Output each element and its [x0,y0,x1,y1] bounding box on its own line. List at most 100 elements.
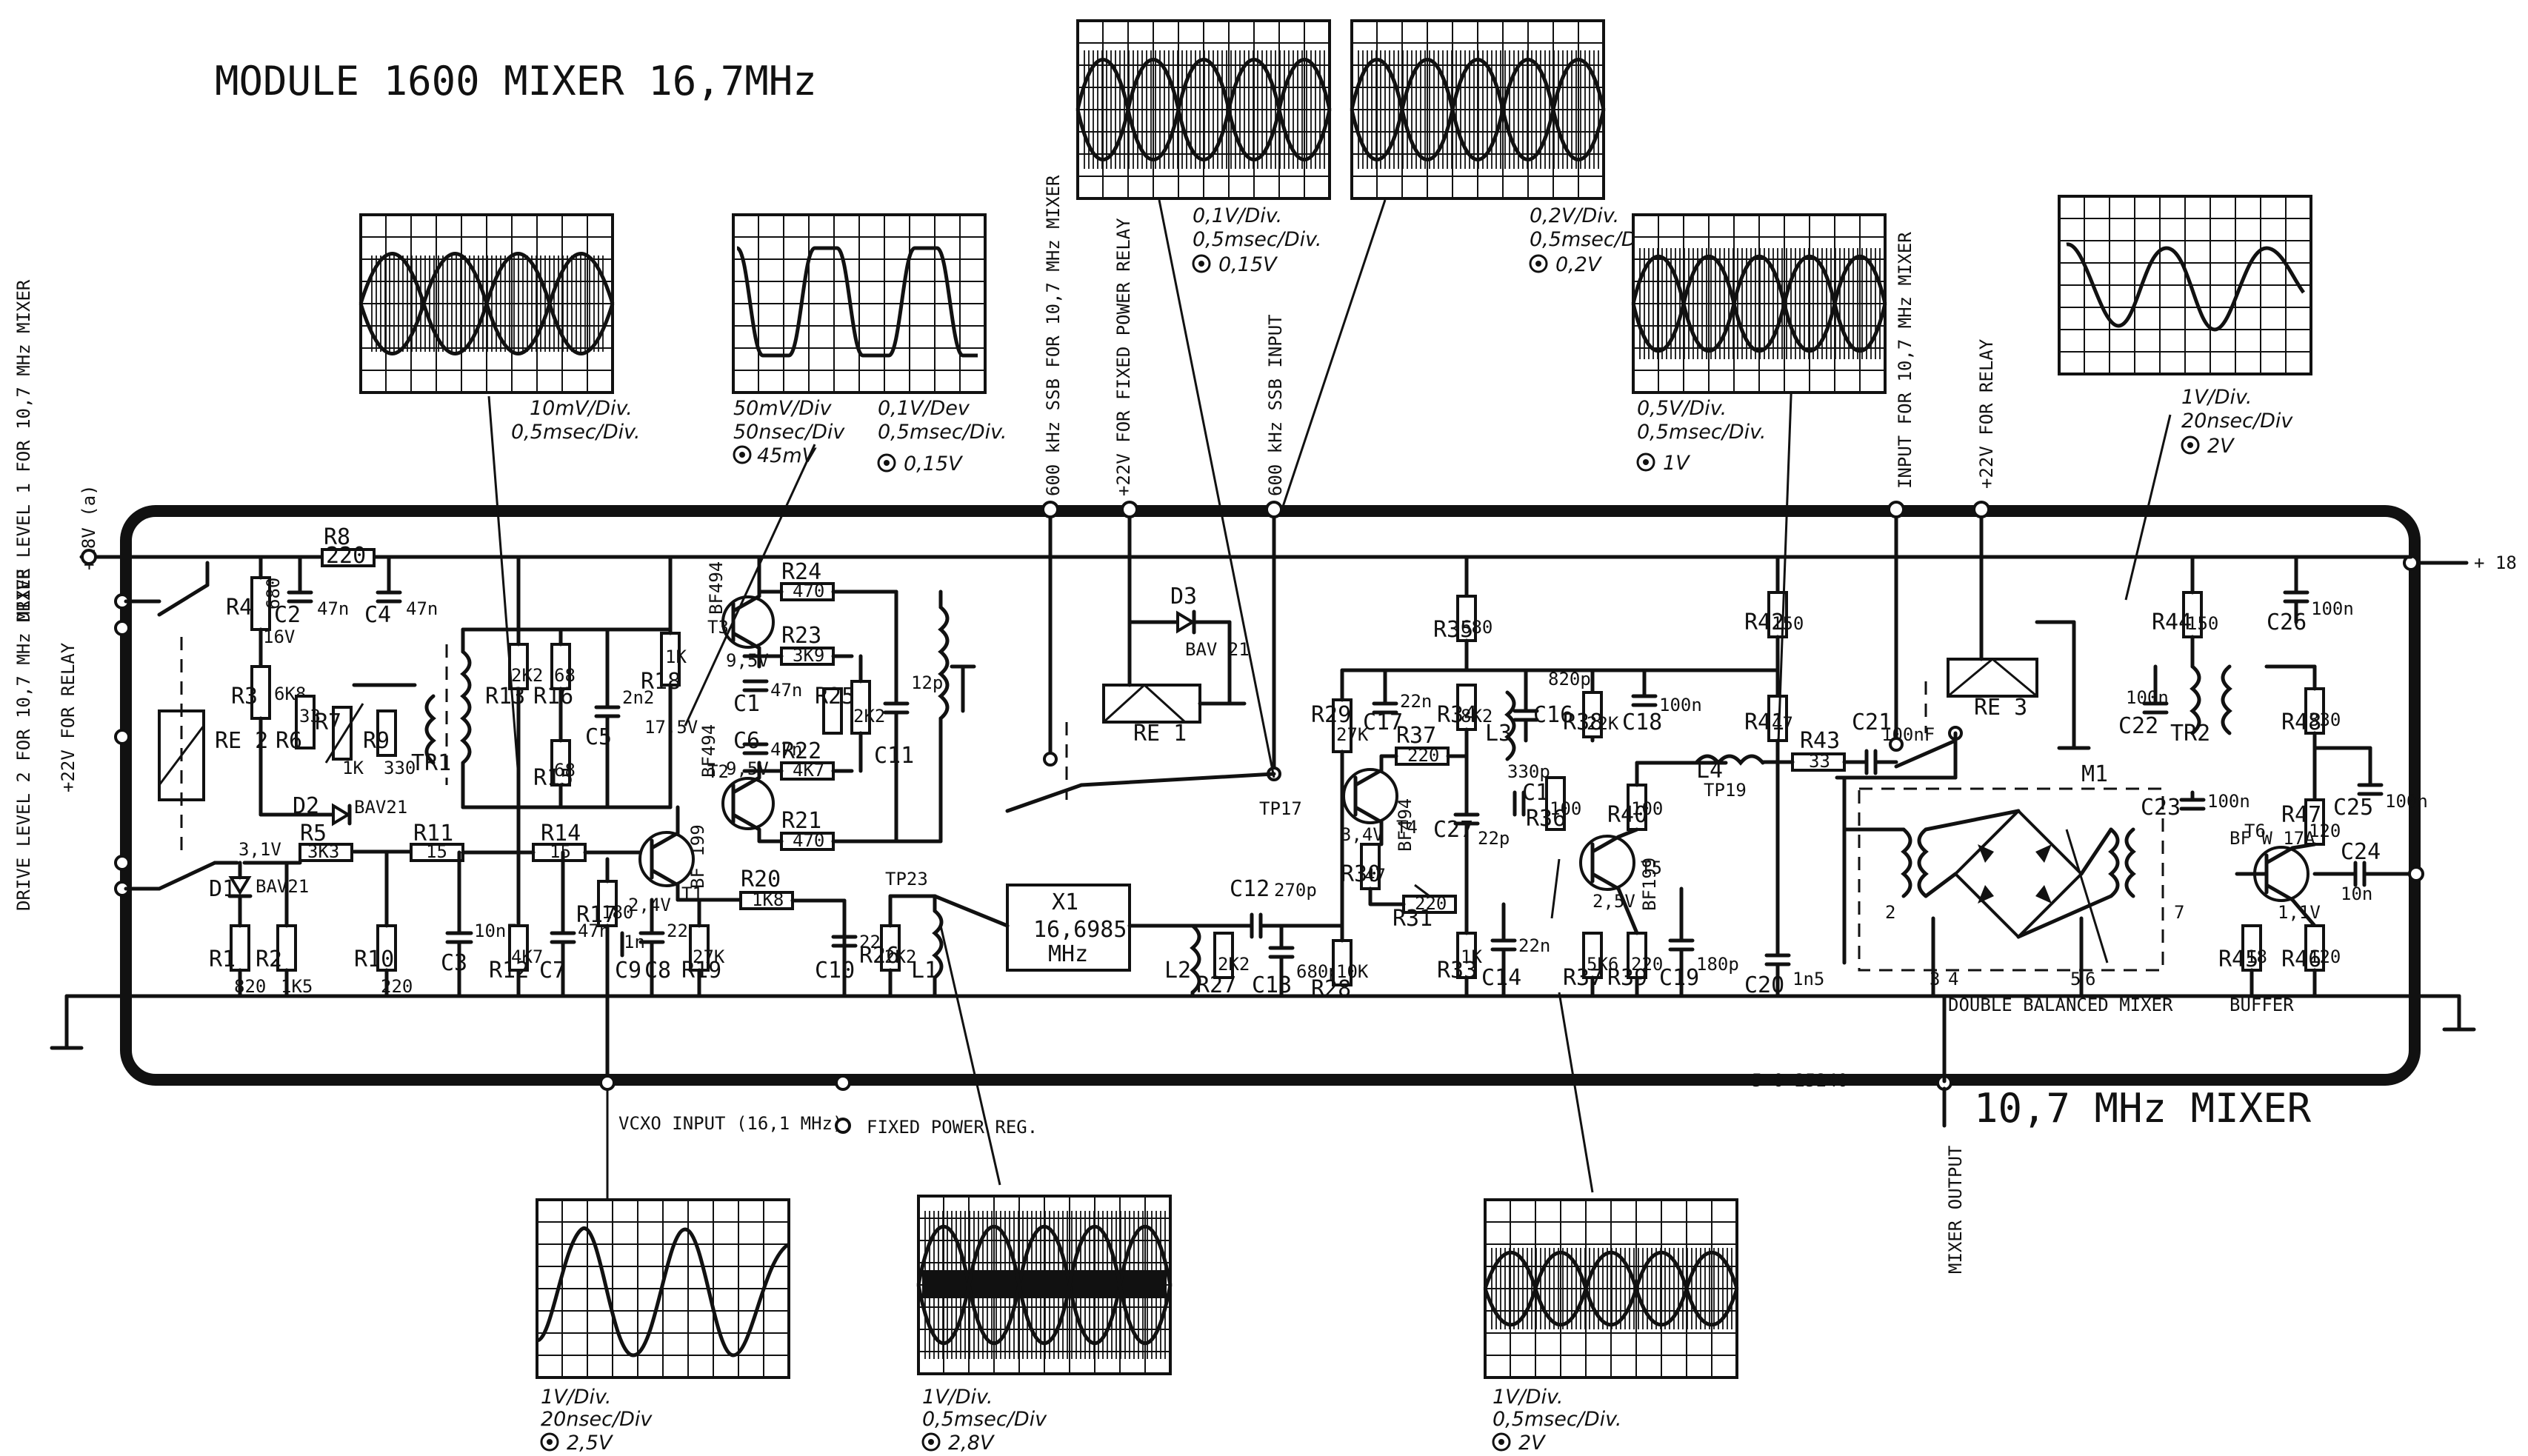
svg-text:C2: C2 [274,602,301,628]
svg-text:BF494: BF494 [698,724,719,778]
svg-text:C11: C11 [874,743,914,769]
svg-text:R1: R1 [209,946,236,972]
scope-3-scale2: 0,5msec/Div. [878,421,1007,444]
tr1-transformer: TR1 [411,627,673,809]
output-terminal[interactable] [2408,866,2424,882]
svg-text:R47: R47 [2281,802,2321,828]
left-inputs: DRIVE LEVEL 1 FOR 10,7 MHz MIXER +18V (a… [13,279,99,911]
top-connectors: 600 kHz SSB FOR 10,7 MHz MIXER +22V FOR … [1043,175,1997,496]
scope-1-scale2: 0,5msec/Div. [511,421,641,444]
svg-text:C24: C24 [2341,839,2381,865]
mixer-label: DOUBLE BALANCED MIXER [1948,995,2173,1015]
svg-text:470: 470 [793,830,824,851]
svg-text:22p: 22p [1478,828,1510,849]
svg-text:C21: C21 [1852,709,1892,735]
svg-text:180p: 180p [1696,954,1739,975]
fixedreg-terminal[interactable] [835,1118,851,1134]
fixedreg-terminal-top[interactable] [835,1075,851,1091]
scope-1 [358,213,615,394]
svg-text:C6: C6 [733,728,760,754]
svg-text:9,5V: 9,5V [726,758,769,779]
svg-text:R23: R23 [781,623,821,649]
terminal-drive2a[interactable] [114,855,130,871]
relay22v-label: +22V FOR RELAY [58,642,79,792]
svg-text:220: 220 [1407,745,1439,766]
svg-text:BF 199: BF 199 [687,824,708,889]
svg-text:TR2: TR2 [2170,721,2210,747]
svg-text:4K7: 4K7 [511,946,543,967]
svg-text:150: 150 [2187,613,2218,634]
svg-text:R24: R24 [781,559,821,585]
svg-text:2n2: 2n2 [622,687,654,708]
scope-2-scale1: 50mV/Div [733,397,833,420]
svg-text:TP19: TP19 [1704,780,1747,801]
svg-text:680: 680 [1461,617,1493,638]
ssb-600k-terminal[interactable] [1041,501,1059,518]
svg-text:47n: 47n [317,598,349,619]
svg-text:100n: 100n [2385,791,2428,812]
svg-text:R45: R45 [2218,946,2258,972]
scope-8-scale2: 20nsec/Div [541,1408,653,1431]
svg-text:C4: C4 [364,602,391,628]
svg-text:220: 220 [326,543,366,569]
relay22v-terminal[interactable] [1972,501,1990,518]
svg-text:R4: R4 [226,595,253,621]
terminal-drive1b[interactable] [114,620,130,636]
svg-text:+22V FOR FIXED POWER RELAY: +22V FOR FIXED POWER RELAY [1113,218,1134,496]
mixer-m1: M1 2 3 4 5 6 7 DOUBLE BALANCED MIXER [1842,761,2184,1015]
svg-text:100n: 100n [2126,687,2169,708]
svg-text:R8: R8 [324,524,350,550]
svg-text:L3: L3 [1485,721,1512,747]
ssb-input-terminal[interactable] [1265,501,1283,518]
svg-text:BAV21: BAV21 [256,876,309,897]
svg-text:C18: C18 [1622,709,1662,735]
svg-text:X1: X1 [1052,889,1078,915]
fixed-relay-terminal[interactable] [1121,501,1138,518]
svg-text:D2: D2 [293,793,319,819]
svg-text:22n: 22n [1400,691,1432,712]
scope-7-scale1: 1V/Div. [2181,386,2252,409]
terminal-18v[interactable] [81,549,97,565]
svg-text:R3: R3 [231,684,258,709]
vcxo-terminal[interactable] [599,1075,616,1091]
scope-10-dc: 2V [1518,1432,1547,1455]
svg-text:1K: 1K [1461,946,1482,967]
svg-text:47n: 47n [770,739,802,760]
scope-4 [1075,19,1332,200]
svg-text:R42: R42 [1744,610,1784,635]
svg-text:1K8: 1K8 [752,889,784,910]
scope-7 [2058,195,2312,375]
svg-text:L4: L4 [1696,758,1723,784]
buffer-label: BUFFER [2229,995,2294,1015]
svg-text:22n: 22n [1518,935,1550,956]
mixer-input-terminal[interactable] [1887,501,1905,518]
svg-text:68: 68 [554,665,576,686]
scope-10-scale1: 1V/Div. [1493,1386,1563,1409]
svg-text:120: 120 [2309,821,2341,841]
svg-text:RE 3: RE 3 [1974,695,2027,721]
svg-text:3K3: 3K3 [307,841,339,862]
scope-10-scale2: 0,5msec/Div. [1493,1408,1622,1431]
terminal-relay22v[interactable] [114,729,130,745]
page-title: MODULE 1600 MIXER 16,7MHz [215,58,817,104]
svg-text:R39: R39 [1607,965,1647,991]
svg-text:5: 5 [2070,969,2081,989]
svg-text:820p: 820p [1548,669,1591,689]
scope-6-scale1: 0,5V/Div. [1637,397,1727,420]
scope-5-dc: 0,2V [1555,253,1603,276]
svg-text:BF199: BF199 [1639,858,1660,911]
svg-text:R12: R12 [489,958,529,984]
svg-text:C7: C7 [539,958,566,984]
svg-text:220: 220 [1631,954,1663,975]
svg-text:15: 15 [426,841,447,862]
svg-text:C9: C9 [615,958,641,984]
scope-9-scale1: 1V/Div. [922,1386,993,1409]
svg-text:C23: C23 [2141,795,2181,821]
scope-8-dc: 2,5V [567,1432,614,1455]
svg-text:R46: R46 [2281,946,2321,972]
